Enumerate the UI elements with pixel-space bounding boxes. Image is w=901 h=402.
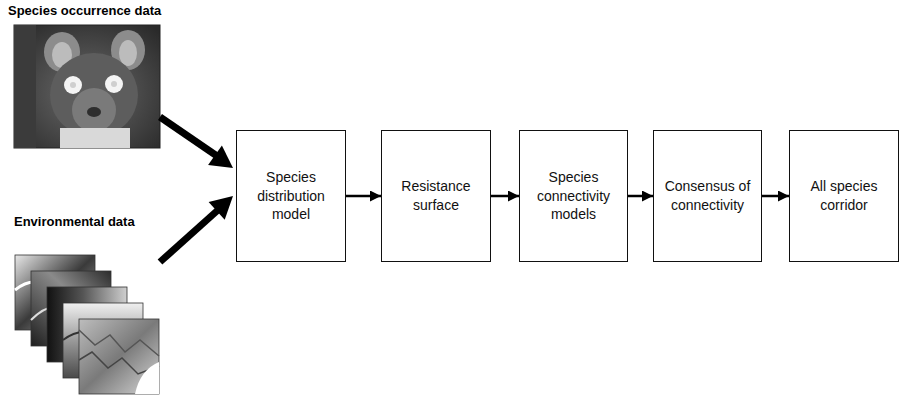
flow-arrow bbox=[628, 195, 653, 198]
box-label: All species corridor bbox=[798, 177, 890, 215]
process-box: Species distribution model bbox=[236, 130, 346, 262]
process-box: Resistance surface bbox=[381, 130, 491, 262]
box-label: Resistance surface bbox=[390, 177, 482, 215]
process-box: Consensus of connectivity bbox=[653, 130, 762, 262]
input-arrow bbox=[160, 196, 233, 262]
picture-label: Species occurrence data bbox=[8, 3, 161, 18]
box-label: Species distribution model bbox=[245, 168, 337, 225]
box-label: Species connectivity models bbox=[528, 168, 619, 225]
species-photo bbox=[14, 25, 160, 148]
process-box: All species corridor bbox=[789, 130, 899, 262]
environmental-layers bbox=[15, 255, 159, 394]
flow-arrow bbox=[346, 195, 381, 198]
flow-arrow bbox=[762, 195, 789, 198]
process-box: Species connectivity models bbox=[519, 130, 628, 262]
box-label: Consensus of connectivity bbox=[662, 177, 753, 215]
input-arrow bbox=[160, 117, 233, 168]
picture-label: Environmental data bbox=[14, 214, 135, 229]
flow-arrow bbox=[491, 195, 519, 198]
